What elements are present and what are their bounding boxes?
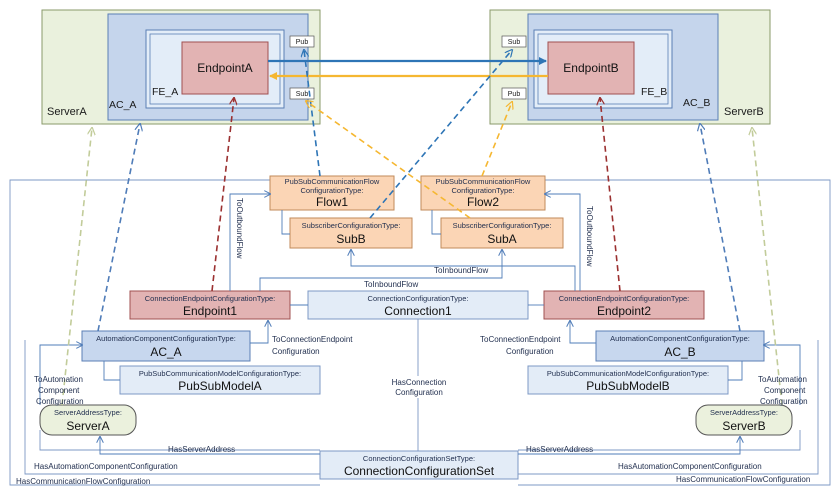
to-inbound-flow-a-label: ToInboundFlow	[434, 266, 488, 275]
endpoint2-node: ConnectionEndpointConfigurationType: End…	[543, 290, 705, 320]
flow2-type-line1: PubSubCommunicationFlow	[436, 177, 531, 186]
ac-b-cfg-node: AutomationComponentConfigurationType: AC…	[595, 330, 765, 362]
flow2-name: Flow2	[467, 195, 499, 209]
has-server-address-right-label: HasServerAddress	[526, 445, 593, 454]
to-automation-right-l1: ToAutomation	[758, 375, 807, 384]
pub-b-tag	[501, 87, 527, 100]
has-comm-flow-right-label: HasCommunicationFlowConfiguration	[676, 475, 810, 484]
pubsubmodel-b-node: PubSubCommunicationModelConfigurationTyp…	[527, 365, 729, 395]
pubsubmodel-a-name: PubSubModelA	[178, 379, 261, 393]
endpoint2-name: Endpoint2	[597, 304, 651, 318]
suba-type: SubscriberConfigurationType:	[453, 221, 552, 230]
pubsubmodel-b-name: PubSubModelB	[586, 379, 669, 393]
has-server-address-left-label: HasServerAddress	[168, 445, 235, 454]
flow2-node: PubSubCommunicationFlow ConfigurationTyp…	[420, 175, 546, 211]
serveraddr-b-name: ServerB	[722, 419, 765, 433]
to-outbound-flow-right-label: ToOutboundFlow	[585, 206, 594, 267]
pubsubmodel-a-node: PubSubCommunicationModelConfigurationTyp…	[119, 365, 321, 395]
has-connection-l2: Configuration	[395, 388, 443, 397]
endpoint1-node: ConnectionEndpointConfigurationType: End…	[129, 290, 291, 320]
endpoint-a-label: EndpointA	[197, 61, 252, 75]
sub-b-label: Sub	[508, 39, 521, 46]
fe-b-label: FE_B	[641, 86, 667, 98]
to-automation-left-l3: Configuration	[36, 397, 84, 406]
to-automation-right-l2: Component	[764, 386, 806, 395]
ac-a-cfg-name: AC_A	[150, 345, 181, 359]
to-conn-endpoint-right-l1: ToConnectionEndpoint	[480, 335, 561, 344]
connset-node: ConnectionConfigurationSetType: Connecti…	[319, 450, 519, 480]
ac-b-cfg-type: AutomationComponentConfigurationType:	[610, 334, 750, 343]
fe-a-label: FE_A	[152, 86, 178, 98]
has-ac-config-right-label: HasAutomationComponentConfiguration	[618, 462, 762, 471]
connset-type: ConnectionConfigurationSetType:	[363, 454, 475, 463]
pub-a-tag	[289, 35, 315, 48]
serveraddr-a-node: ServerAddressType: ServerA	[39, 404, 137, 436]
outer-reference-lines	[9, 179, 831, 486]
connection1-type: ConnectionConfigurationType:	[368, 294, 469, 303]
reference-edges	[39, 194, 801, 455]
subb-name: SubB	[336, 232, 365, 246]
connection1-name: Connection1	[384, 304, 452, 318]
ac-b-cfg-name: AC_B	[664, 345, 695, 359]
has-comm-flow-left-label: HasCommunicationFlowConfiguration	[16, 477, 150, 486]
pub-b-label: Pub	[508, 91, 521, 98]
endpoint-b-label: EndpointB	[563, 61, 618, 75]
has-ac-config-left-label: HasAutomationComponentConfiguration	[34, 462, 178, 471]
sub-b-tag	[501, 35, 527, 48]
serveraddr-b-node: ServerAddressType: ServerB	[695, 404, 793, 436]
to-automation-left-l2: Component	[38, 386, 80, 395]
sub-a-label: Sub	[296, 91, 309, 98]
to-automation-right-l3: Configuration	[760, 397, 808, 406]
suba-name: SubA	[487, 232, 516, 246]
to-inbound-flow-b-label: ToInboundFlow	[364, 280, 418, 289]
flow1-node: PubSubCommunicationFlow ConfigurationTyp…	[269, 175, 395, 211]
endpoint-a-box	[181, 41, 269, 95]
ac-a-cfg-node: AutomationComponentConfigurationType: AC…	[81, 330, 251, 362]
server-a-label: ServerA	[47, 106, 87, 118]
ac-a-cfg-type: AutomationComponentConfigurationType:	[96, 334, 236, 343]
endpoint1-type: ConnectionEndpointConfigurationType:	[145, 294, 276, 303]
connset-name: ConnectionConfigurationSet	[344, 464, 495, 478]
flow1-name: Flow1	[316, 195, 348, 209]
server-b-label: ServerB	[724, 106, 764, 118]
suba-node: SubscriberConfigurationType: SubA	[440, 217, 564, 249]
connection1-node: ConnectionConfigurationType: Connection1	[307, 290, 529, 320]
pubsubmodel-a-type: PubSubCommunicationModelConfigurationTyp…	[139, 369, 301, 378]
to-automation-left-l1: ToAutomation	[34, 375, 83, 384]
ac-b-label: AC_B	[683, 97, 710, 109]
to-conn-endpoint-right-l2: Configuration	[506, 347, 554, 356]
dashed-mapping-edges	[61, 50, 783, 406]
pub-a-label: Pub	[296, 39, 309, 46]
flow2-type-line2: ConfigurationType:	[452, 186, 515, 195]
has-connection-l1: HasConnection	[392, 378, 447, 387]
server-a-group: ServerA AC_A FE_A EndpointA Pub Sub	[41, 9, 321, 125]
endpoint1-name: Endpoint1	[183, 304, 237, 318]
ac-a-label: AC_A	[109, 99, 136, 111]
serveraddr-a-name: ServerA	[66, 419, 109, 433]
serveraddr-a-type: ServerAddressType:	[54, 408, 122, 417]
to-conn-endpoint-left-l2: Configuration	[272, 347, 320, 356]
to-outbound-flow-left-label: ToOutboundFlow	[235, 198, 244, 259]
subb-node: SubscriberConfigurationType: SubB	[289, 217, 413, 249]
sub-a-tag	[289, 87, 315, 100]
endpoint2-type: ConnectionEndpointConfigurationType:	[559, 294, 690, 303]
serveraddr-b-type: ServerAddressType:	[710, 408, 778, 417]
server-b-group: ServerB AC_B FE_B EndpointB Sub Pub	[489, 9, 771, 125]
endpoint-b-box	[547, 41, 635, 95]
pubsubmodel-b-type: PubSubCommunicationModelConfigurationTyp…	[547, 369, 709, 378]
flow1-type-line1: PubSubCommunicationFlow	[285, 177, 380, 186]
subb-type: SubscriberConfigurationType:	[302, 221, 401, 230]
to-conn-endpoint-left-l1: ToConnectionEndpoint	[272, 335, 353, 344]
fe-a-inner	[149, 33, 281, 105]
flow1-type-line2: ConfigurationType:	[301, 186, 364, 195]
